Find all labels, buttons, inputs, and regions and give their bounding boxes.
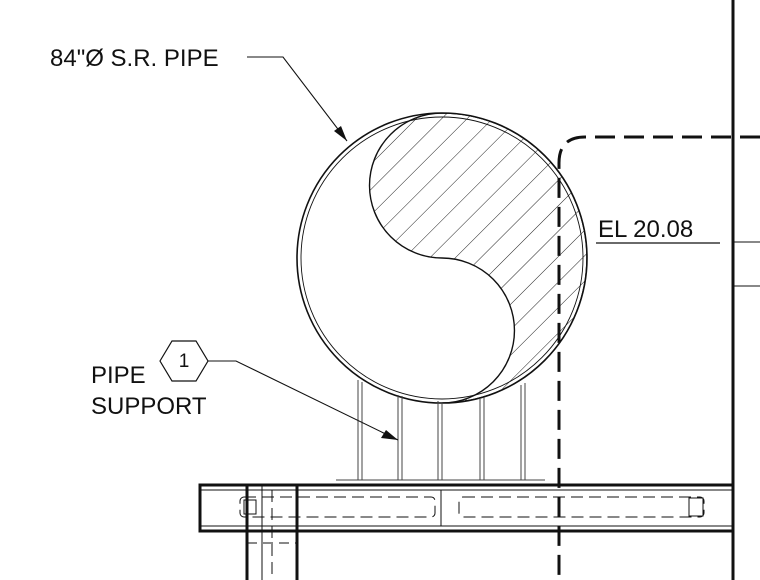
pipe-inner-wall	[300, 116, 584, 400]
beam-slot-right	[458, 496, 705, 518]
pipe-callout-label: 84"Ø S.R. PIPE	[50, 45, 219, 72]
support-callout-arrowhead	[381, 430, 398, 440]
pipe-callout-arrowhead	[334, 126, 347, 141]
support-label-line1: PIPE	[91, 362, 146, 389]
pipe-hatched-region	[368, 113, 587, 403]
beam-slot-left	[239, 496, 436, 518]
hidden-outline-dashed	[557, 135, 760, 580]
support-callout: PIPE SUPPORT 1	[91, 340, 399, 441]
pipe-callout: 84"Ø S.R. PIPE	[50, 45, 348, 142]
elevation-marker: EL 20.08	[596, 216, 720, 244]
support-beam	[198, 483, 735, 533]
detail-tag-number: 1	[179, 351, 190, 372]
support-label-line2: SUPPORT	[91, 393, 207, 420]
support-column	[245, 485, 299, 580]
support-legs	[336, 380, 545, 481]
elevation-label: EL 20.08	[598, 216, 693, 243]
pipe-section	[296, 112, 588, 404]
